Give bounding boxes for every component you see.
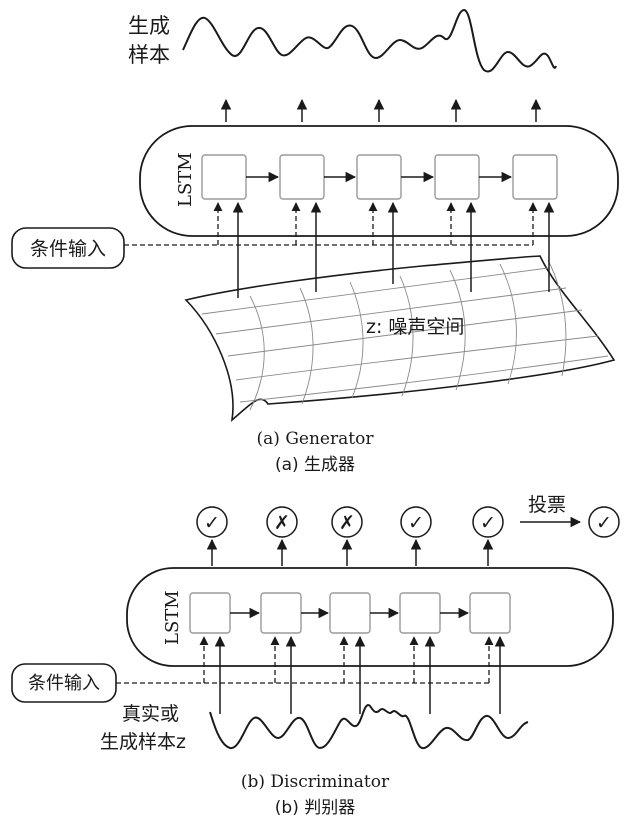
generator-condition-label: 条件输入 [30, 238, 106, 260]
decision-circle-4 [400, 506, 432, 538]
discriminator-lstm-container [126, 567, 614, 667]
discriminator-cell-4 [399, 592, 441, 634]
decision-circle-1 [196, 506, 228, 538]
decision-symbol-1: ✓ [204, 512, 220, 534]
final-decision-circle [588, 506, 620, 538]
generator-cell-3 [356, 154, 402, 200]
discriminator-caption-en: (b) Discriminator [241, 772, 390, 792]
decision-circles [196, 506, 504, 538]
noise-surface-outline [184, 255, 616, 422]
generator-lstm-cells [201, 154, 558, 200]
sample-input-arrows [214, 635, 506, 714]
discriminator-condition-label: 条件输入 [28, 673, 100, 694]
generated-sample-label-line1: 生成 [128, 14, 170, 38]
generator-cell-1 [201, 154, 247, 200]
generator-output-arrows [220, 98, 542, 122]
generator-cell-2 [279, 154, 325, 200]
generator-lstm-label: LSTM [175, 152, 196, 207]
input-sample-label-line2: 生成样本z [100, 731, 186, 753]
discriminator-lstm-label: LSTM [162, 590, 183, 645]
generator-section: 生成 样本 LSTM 条件输入 [11, 8, 619, 475]
noise-space-label: z: 噪声空间 [366, 316, 464, 338]
noise-space-surface: z: 噪声空间 [184, 255, 616, 422]
discriminator-cell-2 [260, 592, 302, 634]
input-waveform [209, 704, 529, 750]
generator-cell-5 [512, 154, 558, 200]
discriminator-lstm-cells [189, 592, 511, 634]
decision-symbol-2: ✗ [274, 512, 290, 534]
decision-circle-3 [331, 506, 363, 538]
decision-symbol-5: ✓ [480, 512, 496, 534]
generated-waveform [182, 8, 557, 73]
discriminator-cell-3 [329, 592, 371, 634]
generator-condition-lines [124, 202, 538, 246]
generator-cell-4 [434, 154, 480, 200]
decision-circle-2 [266, 506, 298, 538]
generator-caption-zh: (a) 生成器 [275, 455, 355, 475]
discriminator-cell-5 [469, 592, 511, 634]
discriminator-section: ✓ ✗ ✗ ✓ ✓ 投票 ✓ LSTM [11, 494, 620, 818]
generator-caption-en: (a) Generator [257, 429, 375, 449]
decision-symbols: ✓ ✗ ✗ ✓ ✓ [204, 512, 496, 534]
input-sample-label-line1: 真实或 [122, 703, 179, 725]
decision-symbol-4: ✓ [408, 512, 424, 534]
final-decision-symbol: ✓ [596, 512, 612, 534]
generated-sample-label-line2: 样本 [128, 43, 170, 67]
discriminator-caption-zh: (b) 判别器 [275, 798, 355, 818]
noise-surface-grid [201, 259, 609, 411]
vote-label: 投票 [528, 494, 566, 516]
noise-input-arrows [232, 201, 555, 298]
generator-lstm-container [139, 125, 619, 237]
discriminator-cell-1 [189, 592, 231, 634]
discriminator-output-arrows [206, 538, 494, 566]
discriminator-condition-lines [116, 636, 494, 684]
decision-circle-5 [472, 506, 504, 538]
generator-condition-box [11, 227, 125, 269]
decision-symbol-3: ✗ [339, 512, 355, 534]
